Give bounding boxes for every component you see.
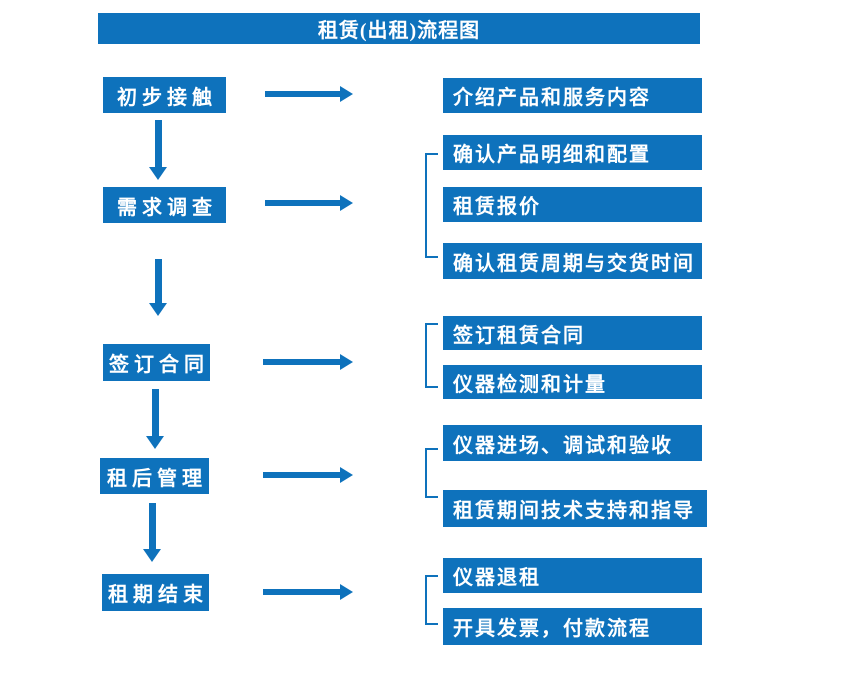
down-arrow-1: [149, 120, 167, 180]
arrow-head: [143, 549, 161, 562]
arrow-head: [340, 584, 353, 600]
arrow-head: [146, 436, 164, 449]
output-box-instrument-return: 仪器退租: [443, 558, 702, 593]
arrow-shaft: [263, 359, 341, 365]
output-box-sign-rental-contract: 签订租赁合同: [443, 316, 702, 350]
arrow-head: [340, 195, 353, 211]
arrow-shaft: [148, 503, 156, 550]
stage-box-rental-end: 租期结束: [102, 574, 209, 611]
output-box-introduce-products-services: 介绍产品和服务内容: [443, 78, 702, 113]
output-box-instrument-testing-metering: 仪器检测和计量: [443, 365, 702, 399]
arrow-head: [340, 467, 353, 483]
output-box-invoice-payment: 开具发票，付款流程: [443, 608, 702, 645]
output-box-technical-support-guidance: 租赁期间技术支持和指导: [443, 490, 707, 527]
output-box-instrument-setup-acceptance: 仪器进场、调试和验收: [443, 425, 702, 461]
arrow-head: [340, 354, 353, 370]
stage-box-initial-contact: 初步接触: [103, 77, 226, 113]
arrow-shaft: [154, 259, 162, 304]
right-arrow-5: [263, 584, 353, 600]
arrow-shaft: [265, 91, 341, 97]
right-arrow-3: [263, 354, 353, 370]
output-box-confirm-product-details: 确认产品明细和配置: [443, 135, 702, 170]
right-arrow-2: [265, 195, 353, 211]
flowchart-title: 租赁(出租)流程图: [98, 13, 700, 44]
group-bracket-demand-survey: [425, 153, 438, 258]
arrow-head: [149, 303, 167, 316]
stage-box-demand-survey: 需求调查: [103, 187, 226, 223]
output-box-confirm-rental-period-delivery: 确认租赁周期与交货时间: [443, 243, 702, 279]
arrow-head: [340, 86, 353, 102]
group-bracket-sign-contract: [425, 323, 438, 388]
right-arrow-1: [265, 86, 353, 102]
down-arrow-3: [146, 389, 164, 449]
arrow-shaft: [263, 589, 341, 595]
arrow-shaft: [154, 120, 162, 168]
output-box-rental-quote: 租赁报价: [443, 187, 702, 222]
group-bracket-post-rental: [425, 448, 438, 498]
stage-box-post-rental-management: 租后管理: [100, 458, 209, 494]
arrow-shaft: [263, 472, 341, 478]
right-arrow-4: [263, 467, 353, 483]
stage-box-sign-contract: 签订合同: [103, 344, 210, 381]
arrow-head: [149, 167, 167, 180]
down-arrow-2: [149, 259, 167, 316]
group-bracket-rental-end: [425, 575, 438, 625]
arrow-shaft: [151, 389, 159, 437]
arrow-shaft: [265, 200, 341, 206]
down-arrow-4: [143, 503, 161, 562]
